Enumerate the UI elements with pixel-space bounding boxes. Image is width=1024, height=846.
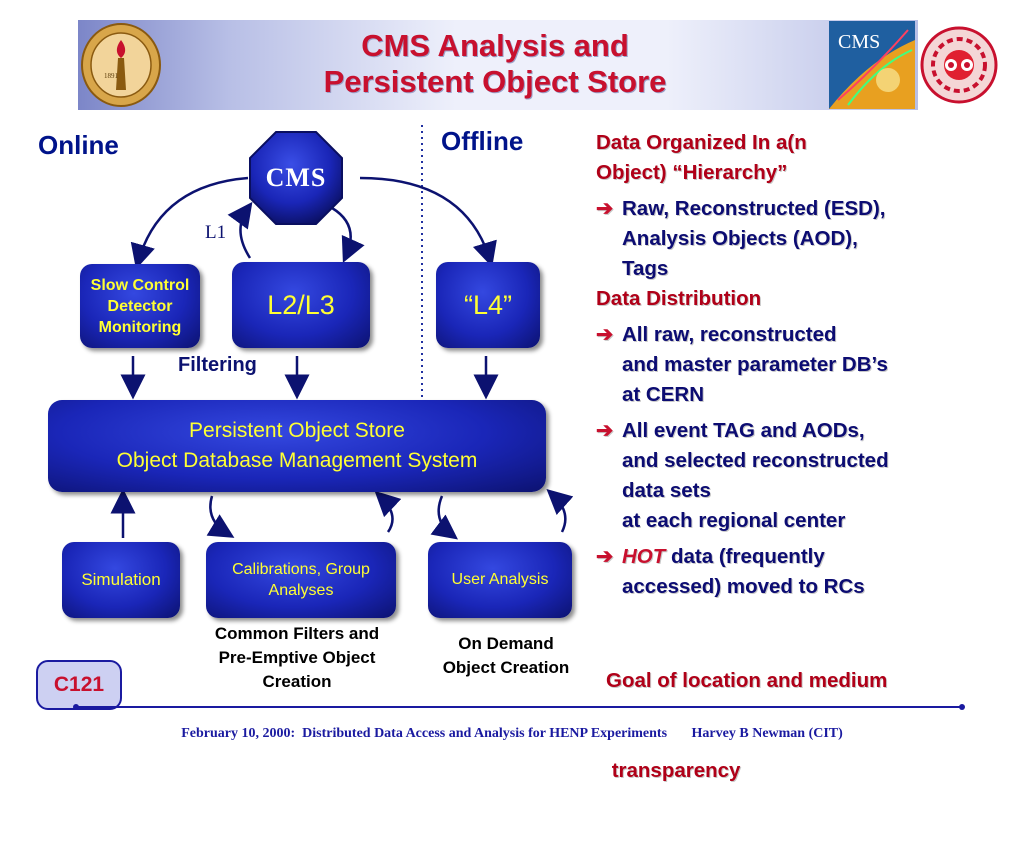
arrow-calibrations-to-store	[374, 490, 402, 533]
arrow-l1-loop-down	[331, 206, 365, 263]
caption-common-line-1: Common Filters and	[214, 624, 380, 643]
caption-ondemand-line-2: Object Creation	[442, 658, 570, 677]
goal-line-2: transparency	[606, 759, 741, 782]
bullet-raw-reconstructed: ➔ Raw, Reconstructed (ESD), Analysis Obj…	[596, 194, 1016, 284]
lhc-detector-logo	[920, 25, 998, 105]
cms-logo: CMS	[828, 20, 916, 110]
arrow-cms-to-l4	[359, 176, 497, 268]
calibrations-line-2: Analyses	[268, 582, 334, 599]
heading-data-distribution: Data Distribution	[596, 287, 762, 310]
slow-control-line-1: Slow Control	[90, 276, 190, 294]
user-analysis-box: User Analysis	[428, 542, 572, 618]
cms-logo-text: CMS	[838, 31, 880, 53]
simulation-label: Simulation	[81, 570, 161, 589]
bullet-all-event-tag: ➔ All event TAG and AODs, and selected r…	[596, 416, 1016, 536]
l2l3-box: L2/L3	[232, 262, 370, 348]
bullet4-line-2: accessed) moved to RCs	[622, 575, 865, 598]
bullet2-line-1: All raw, reconstructed	[622, 323, 837, 346]
offline-label: Offline	[441, 126, 524, 156]
caption-ondemand-line-1: On Demand	[458, 634, 554, 653]
bullet-hot-data: ➔ HOT data (frequently accessed) moved t…	[596, 542, 1016, 602]
bullet3-line-3: data sets	[622, 479, 711, 502]
header-band	[78, 20, 918, 110]
simulation-box: Simulation	[62, 542, 180, 618]
bullet-arrow-icon: ➔	[596, 545, 614, 568]
slide-title: CMS Analysis and Persistent Object Store	[250, 28, 740, 100]
caption-common-line-3: Creation	[262, 672, 332, 691]
cms-octagon-label: CMS	[265, 163, 327, 192]
arrow-store-to-calibrations	[206, 495, 235, 538]
bullet1-line-3: Tags	[622, 257, 669, 280]
bullet-arrow-icon: ➔	[596, 197, 614, 220]
store-line-2: Object Database Management System	[116, 449, 478, 472]
slow-control-line-2: Detector	[107, 297, 173, 315]
bullet-arrow-icon: ➔	[596, 419, 614, 442]
common-filters-caption: Common Filters and Pre-Emptive Object Cr…	[192, 622, 402, 694]
diagram-connectors	[110, 125, 574, 540]
online-label: Online	[38, 130, 119, 160]
arrow-cms-to-slow-control	[130, 176, 249, 270]
hot-word: HOT	[622, 545, 666, 568]
store-line-1: Persistent Object Store	[189, 419, 405, 442]
caption-common-line-2: Pre-Emptive Object	[218, 648, 376, 667]
on-demand-caption: On Demand Object Creation	[420, 632, 592, 680]
head1-line-2: Object) “Hierarchy”	[596, 161, 788, 184]
bullet1-line-1: Raw, Reconstructed (ESD),	[622, 197, 886, 220]
calibrations-line-1: Calibrations, Group	[232, 561, 370, 578]
arrow-user-analysis-to-store	[546, 488, 574, 533]
bullet2-line-3: at CERN	[622, 383, 705, 406]
bullet4-rest: data (frequently	[665, 545, 825, 568]
bullet2-line-2: and master parameter DB’s	[622, 353, 888, 376]
footer: February 10, 2000: Distributed Data Acce…	[0, 726, 1024, 742]
footer-left: February 10, 2000: Distributed Data Acce…	[181, 726, 668, 741]
l2l3-label: L2/L3	[267, 289, 335, 320]
l4-label: “L4”	[463, 289, 512, 320]
slow-control-box: Slow Control Detector Monitoring	[80, 264, 200, 348]
head1-line-1: Data Organized In a(n	[596, 131, 807, 154]
filtering-label: Filtering	[178, 354, 257, 376]
caltech-seal-logo: 1891	[80, 22, 162, 108]
title-line-1: CMS Analysis and	[361, 28, 629, 63]
heading-data-organized: Data Organized In a(n Object) “Hierarchy…	[596, 128, 1016, 188]
user-analysis-label: User Analysis	[451, 571, 549, 588]
bullet-arrow-icon: ➔	[596, 323, 614, 346]
bullet3-line-4: at each regional center	[622, 509, 846, 532]
footer-right: Harvey B Newman (CIT)	[691, 726, 843, 741]
caltech-year: 1891	[104, 72, 119, 80]
footer-divider	[73, 704, 965, 710]
bullet3-line-2: and selected reconstructed	[622, 449, 889, 472]
calibrations-box: Calibrations, Group Analyses	[206, 542, 396, 618]
arrow-l1-loop-up	[227, 201, 253, 259]
arrow-store-to-user-analysis	[430, 495, 458, 540]
goal-line-1: Goal of location and medium	[606, 669, 888, 692]
bullet1-line-2: Analysis Objects (AOD),	[622, 227, 858, 250]
slide-id-badge: C121	[36, 660, 122, 710]
slow-control-line-3: Monitoring	[98, 318, 182, 336]
cms-octagon: CMS	[248, 130, 344, 226]
bullet-all-raw: ➔ All raw, reconstructed and master para…	[596, 320, 1016, 410]
l4-box: “L4”	[436, 262, 540, 348]
l1-label: L1	[205, 222, 227, 243]
persistent-object-store-box: Persistent Object Store Object Database …	[48, 400, 546, 492]
title-line-2: Persistent Object Store	[323, 64, 667, 99]
bullet3-line-1: All event TAG and AODs,	[622, 419, 865, 442]
